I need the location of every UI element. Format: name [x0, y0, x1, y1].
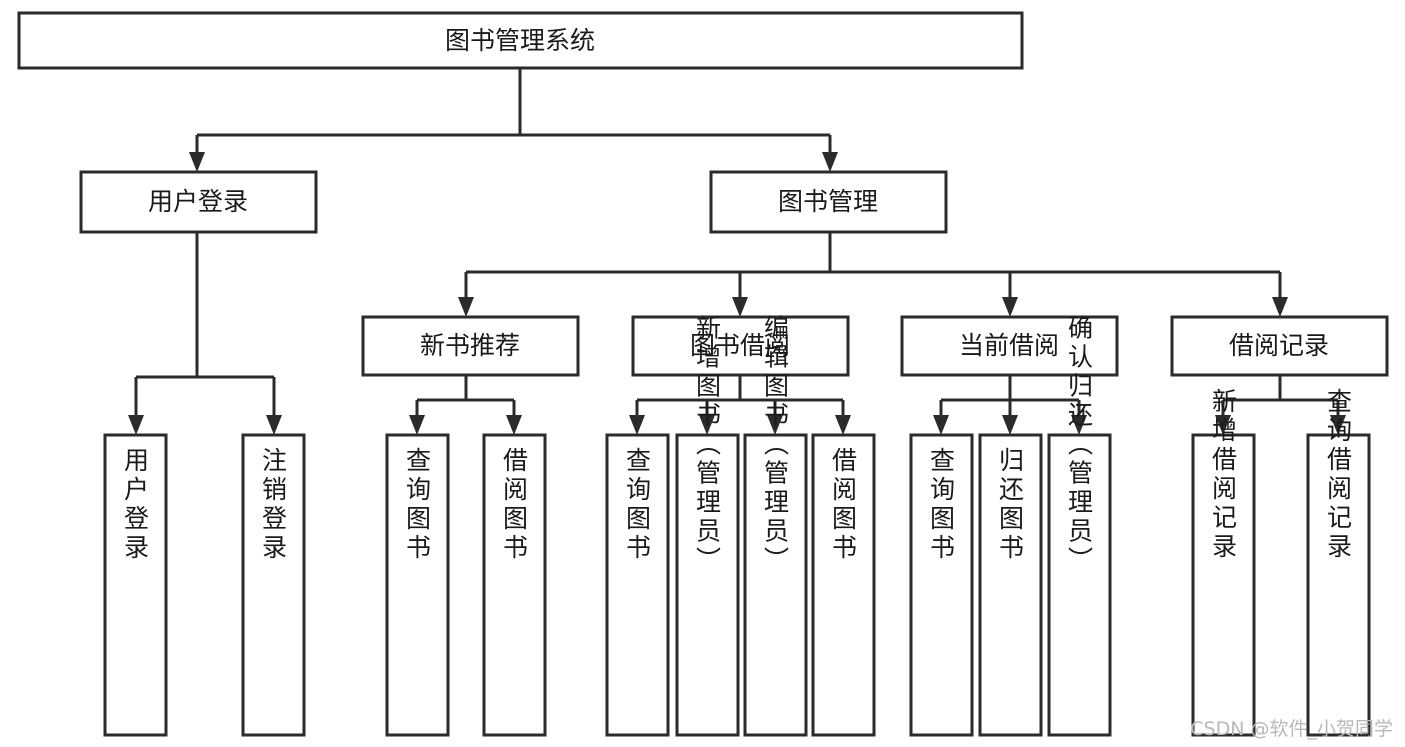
leaf-node-user-login[interactable]: 用户登录 — [103, 433, 168, 737]
leaf-node-query-book-borrow-label: 查询图书 — [623, 447, 652, 563]
node-book-borrow[interactable]: 图书借阅 — [631, 315, 850, 377]
leaf-node-add-borrow-record[interactable]: 新增借阅记录 — [1191, 388, 1256, 737]
leaf-node-return-book-box[interactable] — [978, 433, 1043, 737]
arrow-head-currentborrow-leaf1 — [933, 415, 949, 435]
arrow-head-borrow-record — [1272, 297, 1288, 317]
connector-group-root — [189, 68, 838, 172]
arrow-head-newbook-leaf2 — [506, 415, 522, 435]
arrow-head-borrowrecord-leaf2 — [1330, 415, 1346, 435]
arrow-head-borrow-leaf4 — [835, 415, 851, 435]
node-current-borrow-label: 当前借阅 — [959, 331, 1059, 360]
node-user-login-box[interactable] — [79, 170, 318, 234]
node-borrow-record-box[interactable] — [1170, 315, 1389, 377]
arrow-head-borrow-leaf1 — [629, 415, 645, 435]
leaf-node-add-borrow-record-label: 新增借阅记录 — [1209, 388, 1238, 562]
node-book-management-label: 图书管理 — [778, 187, 878, 216]
connector-group-user-login — [128, 232, 282, 435]
leaf-node-borrow-book-newbook-box[interactable] — [482, 433, 547, 737]
arrow-head-current-borrow — [1002, 297, 1018, 317]
leaf-node-query-book-borrow-box[interactable] — [605, 433, 670, 737]
leaf-node-user-login-box[interactable] — [103, 433, 168, 737]
arrow-head-currentborrow-leaf2 — [1002, 415, 1018, 435]
arrow-head-leaf-user-login — [128, 415, 144, 435]
leaf-node-borrow-book-newbook[interactable]: 借阅图书 — [482, 433, 547, 737]
leaf-node-add-borrow-record-box[interactable] — [1191, 433, 1256, 737]
connector-group-current-borrow — [933, 375, 1087, 435]
leaf-node-add-book-admin[interactable]: 新增图书（管理员） — [675, 315, 740, 737]
node-new-book-recommend[interactable]: 新书推荐 — [361, 315, 580, 377]
leaf-node-add-book-admin-label: 新增图书（管理员） — [693, 315, 722, 576]
leaf-node-query-book-borrow[interactable]: 查询图书 — [605, 433, 670, 737]
leaf-node-borrow-book-borrow[interactable]: 借阅图书 — [811, 433, 876, 737]
node-book-management[interactable]: 图书管理 — [709, 170, 948, 234]
arrow-head-user-login — [189, 152, 205, 172]
leaf-node-query-book-current-label: 查询图书 — [927, 447, 956, 563]
node-borrow-record[interactable]: 借阅记录 — [1170, 315, 1389, 377]
leaf-node-user-login-label: 用户登录 — [121, 447, 150, 563]
node-user-login[interactable]: 用户登录 — [79, 170, 318, 234]
leaf-node-confirm-return-admin-box[interactable] — [1047, 433, 1112, 737]
connector-group-book-mgmt — [458, 232, 1288, 317]
arrow-head-newbook-leaf1 — [409, 415, 425, 435]
arrow-head-book-mgmt — [822, 152, 838, 172]
leaf-node-query-borrow-record-box[interactable] — [1306, 433, 1371, 737]
leaf-node-add-book-admin-box[interactable] — [675, 433, 740, 737]
node-root-box[interactable] — [17, 11, 1024, 70]
leaf-node-borrow-book-newbook-label: 借阅图书 — [500, 447, 529, 563]
arrow-head-borrow — [732, 297, 748, 317]
arrow-head-currentborrow-leaf3 — [1071, 415, 1087, 435]
leaf-node-query-borrow-record-label: 查询借阅记录 — [1324, 388, 1353, 562]
node-root[interactable]: 图书管理系统 — [17, 11, 1024, 70]
arrow-head-borrow-leaf2 — [699, 415, 715, 435]
leaf-node-query-book-newbook[interactable]: 查询图书 — [385, 433, 450, 737]
arrow-head-borrow-leaf3 — [767, 415, 783, 435]
connector-group-borrow-record — [1215, 375, 1346, 435]
leaf-node-logout[interactable]: 注销登录 — [241, 433, 306, 737]
leaf-node-edit-book-admin-label: 编辑图书（管理员） — [761, 315, 790, 576]
arrow-head-newbook — [458, 297, 474, 317]
leaf-node-confirm-return-admin[interactable]: 确认归还（管理员） — [1047, 315, 1112, 737]
leaf-node-confirm-return-admin-label: 确认归还（管理员） — [1065, 315, 1094, 576]
leaf-node-query-book-current-box[interactable] — [909, 433, 974, 737]
leaf-node-borrow-book-borrow-box[interactable] — [811, 433, 876, 737]
arrow-head-leaf-logout — [266, 415, 282, 435]
leaf-node-query-book-newbook-label: 查询图书 — [403, 447, 432, 563]
leaf-node-query-book-newbook-box[interactable] — [385, 433, 450, 737]
node-new-book-recommend-box[interactable] — [361, 315, 580, 377]
connector-group-newbook — [409, 375, 522, 435]
node-book-borrow-label: 图书借阅 — [690, 331, 790, 360]
leaf-node-logout-label: 注销登录 — [259, 447, 288, 563]
leaf-node-query-borrow-record[interactable]: 查询借阅记录 — [1306, 388, 1371, 737]
node-book-borrow-box[interactable] — [631, 315, 850, 377]
connector-group-borrow — [629, 375, 851, 435]
leaf-node-logout-box[interactable] — [241, 433, 306, 737]
leaf-node-query-book-current[interactable]: 查询图书 — [909, 433, 974, 737]
node-root-label: 图书管理系统 — [445, 26, 595, 55]
leaf-node-return-book-label: 归还图书 — [996, 447, 1025, 563]
leaf-node-return-book[interactable]: 归还图书 — [978, 433, 1043, 737]
node-user-login-label: 用户登录 — [148, 187, 248, 216]
leaf-node-edit-book-admin[interactable]: 编辑图书（管理员） — [743, 315, 808, 737]
node-book-management-box[interactable] — [709, 170, 948, 234]
node-current-borrow-box[interactable] — [900, 315, 1119, 377]
leaf-node-edit-book-admin-box[interactable] — [743, 433, 808, 737]
leaf-node-borrow-book-borrow-label: 借阅图书 — [829, 447, 858, 563]
node-current-borrow[interactable]: 当前借阅 — [900, 315, 1119, 377]
node-new-book-recommend-label: 新书推荐 — [420, 331, 520, 360]
arrow-head-borrowrecord-leaf1 — [1215, 415, 1231, 435]
node-borrow-record-label: 借阅记录 — [1229, 331, 1329, 360]
